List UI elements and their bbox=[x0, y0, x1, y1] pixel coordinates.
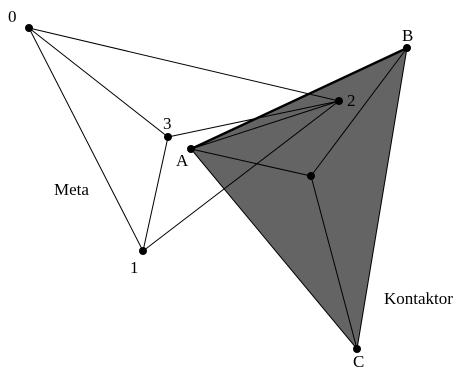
label-node-1: 1 bbox=[130, 258, 139, 277]
edge-0-1 bbox=[28, 27, 144, 252]
label-node-3: 3 bbox=[163, 114, 172, 133]
label-node-2: 2 bbox=[347, 91, 356, 110]
label-node-0: 0 bbox=[8, 7, 17, 26]
edge-3-1 bbox=[142, 136, 169, 252]
node-0-dot bbox=[25, 24, 33, 32]
edge-C-center bbox=[310, 175, 358, 350]
node-1-dot bbox=[139, 247, 147, 255]
edge-0-3 bbox=[28, 27, 169, 138]
edge-1-2 bbox=[142, 100, 340, 252]
node-C-dot bbox=[353, 345, 361, 353]
edge-A-2 bbox=[190, 100, 340, 150]
edge-B-center bbox=[310, 47, 408, 177]
node-B-dot bbox=[403, 44, 411, 52]
node-A-dot bbox=[187, 145, 195, 153]
edge-A-B bbox=[190, 46, 408, 151]
kontaktor-region bbox=[190, 47, 408, 351]
label-region-kontaktor: Kontaktor bbox=[384, 289, 453, 308]
node-3-dot bbox=[164, 133, 172, 141]
label-node-B: B bbox=[402, 26, 413, 45]
edge-A-center bbox=[190, 148, 312, 177]
edge-0-2 bbox=[28, 27, 340, 102]
label-region-meta: Meta bbox=[54, 180, 89, 199]
node-2-dot bbox=[335, 97, 343, 105]
node-center-dot bbox=[307, 172, 315, 180]
label-node-A: A bbox=[176, 151, 189, 170]
label-node-C: C bbox=[353, 352, 364, 368]
